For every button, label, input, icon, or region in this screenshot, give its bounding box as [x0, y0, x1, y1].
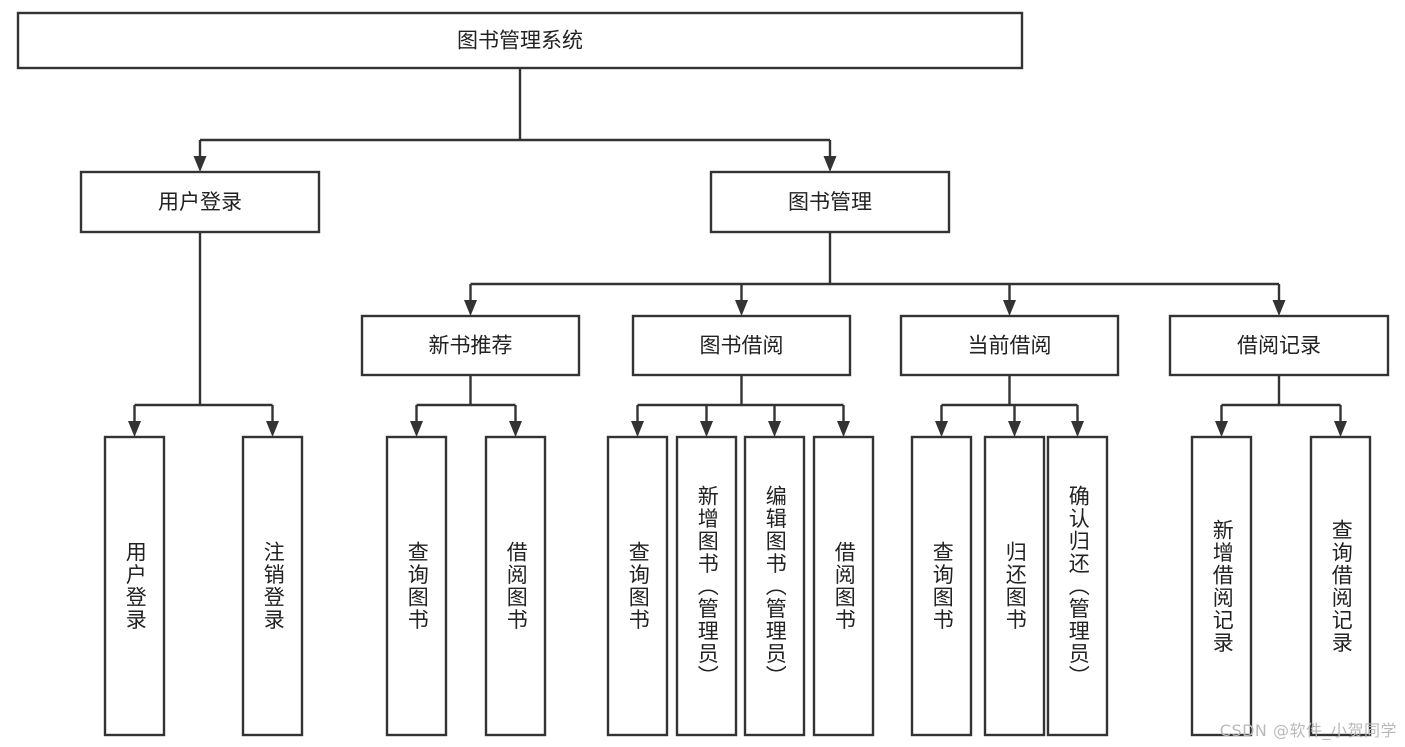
arrow-icon-leaf-query-book-3 [935, 421, 948, 437]
arrow-icon-leaf-borrow-book-2 [837, 421, 850, 437]
node-leaf-borrow-book-1[interactable] [484, 435, 547, 737]
arrow-icon-leaf-add-record [1215, 421, 1228, 437]
node-box-book-borrow[interactable] [631, 314, 852, 377]
node-leaf-borrow-book-2[interactable] [812, 435, 875, 737]
node-book-borrow[interactable]: 图书借阅 [631, 314, 852, 377]
arrow-icon-leaf-confirm-return [1071, 421, 1084, 437]
node-label-book-manage: 图书管理 [788, 190, 872, 214]
node-leaf-query-record[interactable] [1309, 435, 1372, 737]
node-box-leaf-logout[interactable] [241, 435, 304, 737]
node-label-book-borrow: 图书借阅 [700, 334, 784, 358]
arrow-icon-book-manage [823, 156, 837, 172]
node-user-login[interactable]: 用户登录 [79, 170, 321, 234]
node-box-leaf-return-book[interactable] [983, 435, 1046, 737]
node-box-leaf-query-book-2[interactable] [606, 435, 669, 737]
node-box-current-borrow[interactable] [899, 314, 1120, 377]
node-box-leaf-borrow-book-2[interactable] [812, 435, 875, 737]
node-box-leaf-edit-book[interactable] [743, 435, 806, 737]
node-leaf-confirm-return[interactable] [1046, 435, 1109, 737]
node-box-leaf-user-login[interactable] [103, 435, 166, 737]
node-leaf-edit-book[interactable] [743, 435, 806, 737]
node-label-root: 图书管理系统 [457, 29, 583, 53]
arrow-icon-leaf-edit-book [768, 421, 781, 437]
arrow-icon-new-book-rec [464, 300, 477, 316]
node-borrow-record[interactable]: 借阅记录 [1168, 314, 1390, 377]
node-leaf-return-book[interactable] [983, 435, 1046, 737]
node-leaf-add-record[interactable] [1190, 435, 1253, 737]
node-label-current-borrow: 当前借阅 [968, 334, 1052, 358]
node-label-new-book-rec: 新书推荐 [429, 334, 513, 358]
arrow-icon-leaf-logout [266, 421, 279, 437]
node-box-leaf-confirm-return[interactable] [1046, 435, 1109, 737]
node-current-borrow[interactable]: 当前借阅 [899, 314, 1120, 377]
watermark-label: CSDN @软件_小贺同学 [1219, 721, 1397, 740]
node-box-user-login[interactable] [79, 170, 321, 234]
node-book-manage[interactable]: 图书管理 [709, 170, 951, 234]
node-leaf-query-book-3[interactable] [910, 435, 973, 737]
node-box-leaf-borrow-book-1[interactable] [484, 435, 547, 737]
edge-layer [128, 68, 1347, 437]
node-box-leaf-query-book-1[interactable] [385, 435, 448, 737]
arrow-icon-borrow-record [1272, 300, 1286, 316]
node-box-book-manage[interactable] [709, 170, 951, 234]
node-root[interactable]: 图书管理系统 [16, 11, 1024, 70]
arrow-icon-book-borrow [735, 300, 748, 316]
node-leaf-add-book[interactable] [675, 435, 738, 737]
node-new-book-rec[interactable]: 新书推荐 [360, 314, 581, 377]
node-label-borrow-record: 借阅记录 [1237, 334, 1321, 358]
node-label-user-login: 用户登录 [158, 190, 242, 214]
node-leaf-query-book-2[interactable] [606, 435, 669, 737]
arrow-icon-leaf-add-book [700, 421, 713, 437]
node-box-root[interactable] [16, 11, 1024, 70]
node-box-leaf-query-book-3[interactable] [910, 435, 973, 737]
arrow-icon-leaf-return-book [1008, 421, 1021, 437]
arrow-icon-current-borrow [1003, 300, 1016, 316]
node-box-leaf-query-record[interactable] [1309, 435, 1372, 737]
arrow-icon-leaf-query-book-2 [631, 421, 644, 437]
node-leaf-user-login[interactable] [103, 435, 166, 737]
node-leaf-logout[interactable] [241, 435, 304, 737]
arrow-icon-leaf-query-record [1334, 421, 1347, 437]
node-box-leaf-add-record[interactable] [1190, 435, 1253, 737]
node-box-new-book-rec[interactable] [360, 314, 581, 377]
arrow-icon-user-login [193, 156, 207, 172]
node-leaf-query-book-1[interactable] [385, 435, 448, 737]
arrow-icon-leaf-query-book-1 [410, 421, 423, 437]
node-box-borrow-record[interactable] [1168, 314, 1390, 377]
node-box-leaf-add-book[interactable] [675, 435, 738, 737]
arrow-icon-leaf-borrow-book-1 [509, 421, 522, 437]
arrow-icon-leaf-user-login [128, 421, 141, 437]
